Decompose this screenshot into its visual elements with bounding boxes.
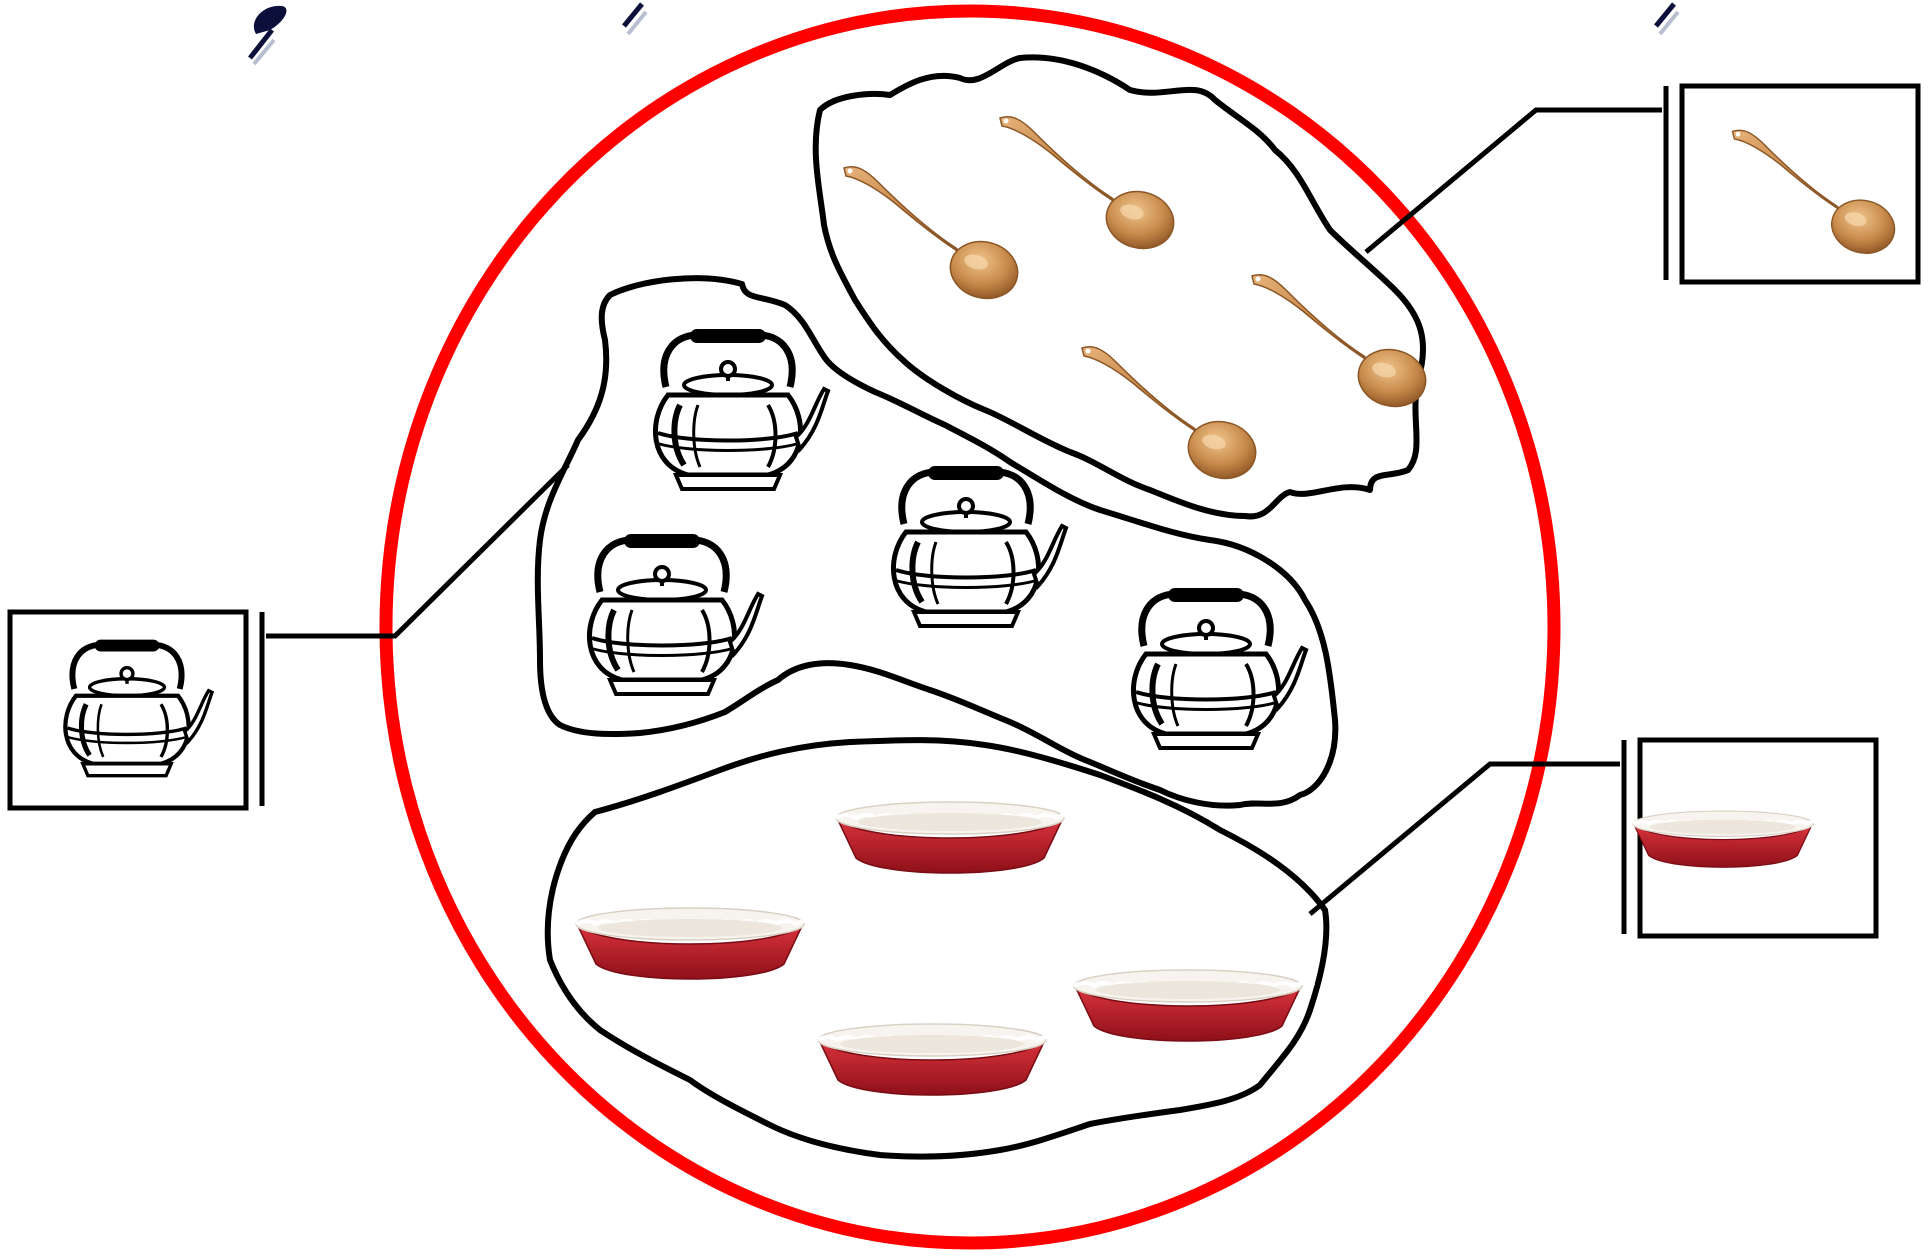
kettle-icon (893, 466, 1066, 626)
pin-mark-3 (1656, 4, 1678, 34)
dish-connector-line (1310, 764, 1620, 914)
pin-mark-2 (624, 4, 646, 34)
spoon-icon (1000, 117, 1180, 256)
pie-dish-icon (1074, 970, 1314, 1041)
dish-items (576, 802, 1314, 1095)
kettle-icon (1133, 588, 1306, 748)
pie-dish-icon (836, 802, 1076, 873)
pie-dish-icon (818, 1024, 1058, 1095)
spoon-group-outline (816, 57, 1423, 516)
kettle-icon (589, 534, 762, 694)
spoon-icon (1252, 275, 1432, 414)
spoon-legend-box (1682, 86, 1918, 282)
spoon-legend (1366, 86, 1918, 282)
kettle-icon (655, 329, 828, 489)
spoon-items (844, 117, 1432, 486)
kettle-legend (10, 465, 568, 808)
pin-mark-1 (250, 6, 286, 64)
spoon-icon (1082, 347, 1262, 486)
kettle-connector-line (266, 465, 568, 636)
spoon-icon (844, 167, 1024, 306)
pie-dish-icon (576, 908, 816, 979)
dish-legend (1310, 740, 1876, 936)
